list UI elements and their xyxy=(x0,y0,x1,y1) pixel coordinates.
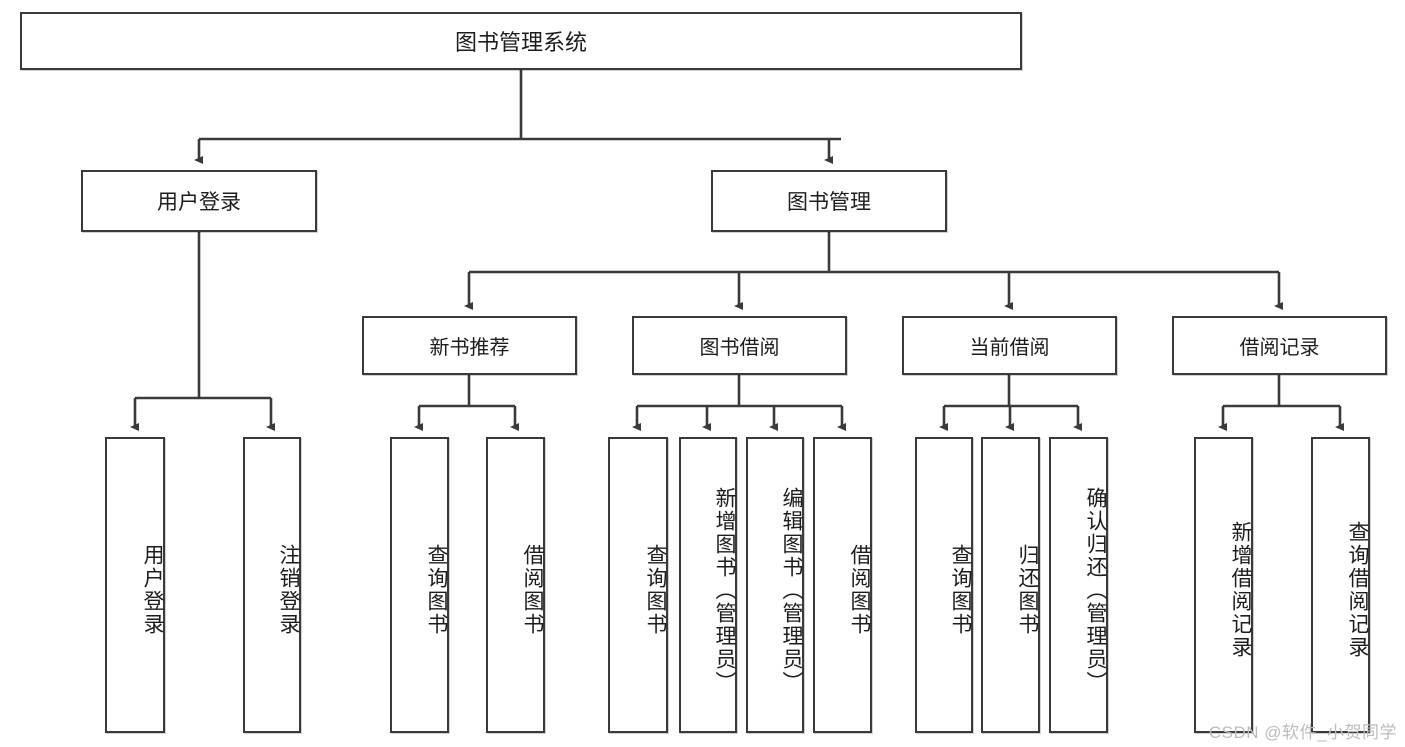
node-leaf-3-label: 借阅图书 xyxy=(521,544,544,636)
node-subbranch-1[interactable]: 图书借阅 xyxy=(632,316,847,375)
node-leaf-6[interactable]: 编辑图书（管理员） xyxy=(746,437,804,733)
node-branch-0[interactable]: 用户登录 xyxy=(81,170,317,232)
node-leaf-2-label: 查询图书 xyxy=(425,544,448,636)
node-leaf-7[interactable]: 借阅图书 xyxy=(813,437,872,733)
node-leaf-10[interactable]: 确认归还（管理员） xyxy=(1049,437,1108,733)
node-subbranch-2-label: 当前借阅 xyxy=(969,337,1050,359)
node-leaf-11[interactable]: 新增借阅记录 xyxy=(1194,437,1253,733)
node-branch-1-label: 图书管理 xyxy=(787,191,871,214)
node-subbranch-1-label: 图书借阅 xyxy=(699,337,780,359)
node-subbranch-0[interactable]: 新书推荐 xyxy=(362,316,577,375)
node-leaf-6-label: 编辑图书（管理员） xyxy=(780,486,803,694)
node-leaf-4[interactable]: 查询图书 xyxy=(608,437,668,733)
watermark: CSDN @软件_小贺同学 xyxy=(1208,723,1397,742)
node-subbranch-0-label: 新书推荐 xyxy=(429,337,510,359)
node-subbranch-3-label: 借阅记录 xyxy=(1239,337,1320,359)
node-leaf-0[interactable]: 用户登录 xyxy=(105,437,165,733)
node-leaf-5-label: 新增图书（管理员） xyxy=(713,486,736,694)
node-root[interactable]: 图书管理系统 xyxy=(20,12,1022,70)
node-branch-1[interactable]: 图书管理 xyxy=(711,170,947,232)
node-subbranch-3[interactable]: 借阅记录 xyxy=(1172,316,1387,375)
node-leaf-0-label: 用户登录 xyxy=(141,544,164,636)
node-leaf-1[interactable]: 注销登录 xyxy=(243,437,301,733)
node-leaf-12-label: 查询借阅记录 xyxy=(1346,521,1369,659)
node-leaf-2[interactable]: 查询图书 xyxy=(390,437,449,733)
node-leaf-9[interactable]: 归还图书 xyxy=(981,437,1040,733)
node-leaf-5[interactable]: 新增图书（管理员） xyxy=(679,437,737,733)
node-leaf-3[interactable]: 借阅图书 xyxy=(486,437,545,733)
node-root-label: 图书管理系统 xyxy=(454,30,587,55)
node-leaf-4-label: 查询图书 xyxy=(644,544,667,636)
node-leaf-1-label: 注销登录 xyxy=(277,544,300,636)
node-leaf-12[interactable]: 查询借阅记录 xyxy=(1311,437,1370,733)
node-leaf-8-label: 查询图书 xyxy=(949,544,972,636)
node-leaf-11-label: 新增借阅记录 xyxy=(1229,521,1252,659)
node-branch-0-label: 用户登录 xyxy=(157,191,241,214)
node-subbranch-2[interactable]: 当前借阅 xyxy=(902,316,1117,375)
node-leaf-7-label: 借阅图书 xyxy=(848,544,871,636)
node-leaf-10-label: 确认归还（管理员） xyxy=(1084,486,1107,694)
node-leaf-8[interactable]: 查询图书 xyxy=(915,437,973,733)
node-leaf-9-label: 归还图书 xyxy=(1016,544,1039,636)
